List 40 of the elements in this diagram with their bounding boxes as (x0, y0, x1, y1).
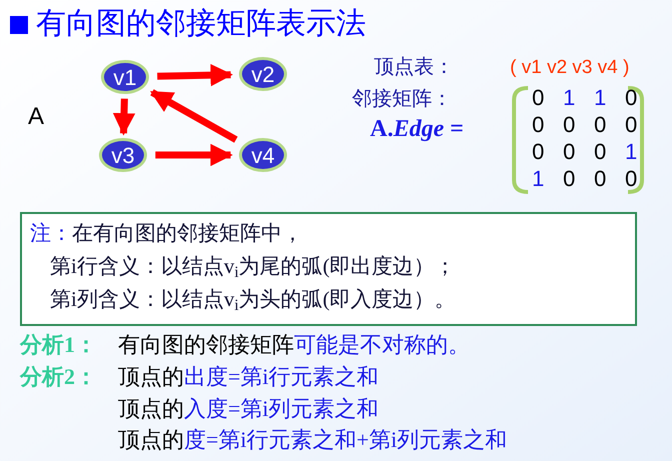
vertex-list: ( v1 v2 v3 v4 ) (510, 53, 630, 83)
analysis-text: 有向图的邻接矩阵可能是不对称的。 (118, 331, 470, 359)
graph-label: A (28, 102, 44, 132)
analysis-heading: 分析1： (20, 331, 97, 359)
matrix-cell: 1 (532, 165, 544, 193)
note-text: 第i列含义：以结点v$_{i}$为头的弧(即入度边）。 (49, 286, 457, 314)
matrix-cell: 1 (594, 84, 606, 112)
matrix-name: A.Edge = (370, 115, 464, 144)
matrix-cell: 0 (532, 138, 544, 166)
matrix-cell: 0 (563, 138, 576, 166)
note-box (20, 212, 637, 326)
matrix-cell: 0 (563, 165, 576, 193)
matrix-cell: 0 (594, 111, 606, 139)
vertex-ellipse: v2 (239, 57, 287, 91)
analysis-text: 顶点的度=第i行元素之和+第i列元素之和 (118, 426, 508, 454)
arrow (155, 144, 233, 166)
vertex-ellipse: v4 (239, 138, 287, 172)
vertex-ellipse: v3 (99, 138, 147, 172)
note-text: 注：在有向图的邻接矩阵中， (30, 220, 304, 247)
matrix-cell: 1 (563, 84, 576, 112)
matrix-cell: 0 (625, 165, 638, 193)
matrix-cell: 0 (532, 84, 544, 112)
matrix-label: 邻接矩阵： (352, 87, 452, 112)
matrix-cell: 0 (625, 84, 638, 112)
arrow (150, 89, 238, 143)
title: 有向图的邻接矩阵表示法 (36, 6, 366, 42)
arrow (157, 64, 233, 86)
matrix-cell: 0 (594, 138, 606, 166)
matrix-cell: 1 (625, 138, 638, 166)
vertex-ellipse: v1 (101, 60, 149, 94)
analysis-text: 顶点的出度=第i行元素之和 (118, 363, 379, 391)
matrix-cell: 0 (532, 111, 544, 139)
vertex-table-label: 顶点表： (374, 55, 454, 80)
matrix-cell: 0 (563, 111, 576, 139)
analysis-heading: 分析2： (20, 363, 97, 391)
analysis-text: 顶点的入度=第i列元素之和 (118, 395, 379, 423)
matrix-cell: 0 (594, 165, 606, 193)
note-text: 第i行含义：以结点v$_{i}$为尾的弧(即出度边）； (49, 253, 457, 281)
matrix-cell: 0 (625, 111, 638, 139)
arrow (112, 98, 136, 136)
